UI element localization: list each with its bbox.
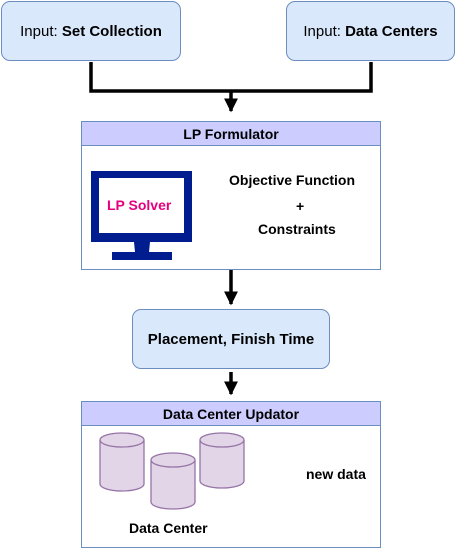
data-center-updator-title: Data Center Updator [82, 402, 380, 426]
input-set-collection-value: Set Collection [61, 22, 162, 40]
input-data-centers-value: Data Centers [345, 22, 438, 40]
lp-formulator-container: LP Formulator [81, 121, 381, 270]
constraints-label: Constraints [258, 221, 336, 237]
lp-formulator-title: LP Formulator [82, 122, 380, 146]
objective-function-label: Objective Function [229, 172, 356, 188]
data-center-label: Data Center [129, 520, 208, 536]
lp-solver-label: LP Solver [107, 197, 172, 213]
plus-label: + [296, 198, 305, 214]
new-data-label: new data [306, 466, 366, 482]
placement-finish-time-box: Placement, Finish Time [132, 309, 330, 369]
merge-connector [89, 62, 373, 113]
input-set-collection: Input: Set Collection [1, 1, 181, 61]
input-data-centers: Input: Data Centers [286, 1, 455, 61]
